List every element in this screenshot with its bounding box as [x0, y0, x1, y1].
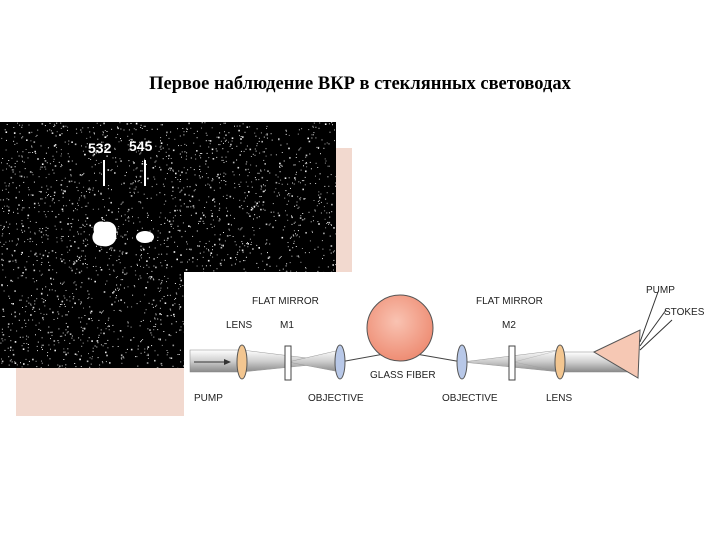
glass-fiber-coil: [366, 294, 434, 362]
pink-panel-right: [336, 148, 352, 272]
setup-drawing: [189, 291, 673, 381]
lens-right: [554, 344, 566, 380]
fiber-left: [339, 353, 385, 363]
label-flat-mirror-left: FLAT MIRROR: [252, 296, 319, 307]
objective-left-lens: [334, 344, 346, 380]
input-arrowhead: [224, 359, 231, 365]
label-flat-mirror-right: FLAT MIRROR: [476, 296, 543, 307]
label-glass-fiber: GLASS FIBER: [370, 370, 436, 381]
label-lens-left: LENS: [226, 320, 253, 331]
beam-cone-objective-left: [287, 349, 341, 373]
spot-532: [92, 221, 117, 247]
label-lens-right: LENS: [546, 393, 573, 404]
pink-panel-bottom: [16, 368, 184, 416]
flat-mirror-m2: [508, 345, 516, 381]
label-objective-right: OBJECTIVE: [442, 393, 498, 404]
label-pump-in: PUMP: [194, 393, 223, 404]
label-stokes: STOKES: [664, 307, 705, 318]
prism: [592, 329, 641, 379]
objective-right-lens: [456, 344, 468, 380]
optical-setup-diagram: FLAT MIRROR LENS M1 FLAT MIRROR M2 GLASS…: [184, 272, 720, 416]
spot-545: [136, 231, 154, 243]
ray-stokes-2: [639, 319, 673, 351]
lens-left: [236, 344, 248, 380]
wavelength-label-532: 532: [88, 140, 112, 156]
input-beam: [189, 349, 243, 373]
label-pump-out: PUMP: [646, 285, 675, 296]
ray-stokes-1: [639, 309, 667, 347]
label-objective-left: OBJECTIVE: [308, 393, 364, 404]
ray-pump: [639, 291, 659, 343]
flat-mirror-m1: [284, 345, 292, 381]
fiber-right: [415, 353, 463, 363]
wavelength-label-545: 545: [129, 138, 153, 154]
slide-title: Первое наблюдение ВКР в стеклянных свето…: [149, 74, 571, 94]
spectral-lines: [92, 160, 154, 247]
label-m1: M1: [280, 320, 294, 331]
label-m2: M2: [502, 320, 516, 331]
